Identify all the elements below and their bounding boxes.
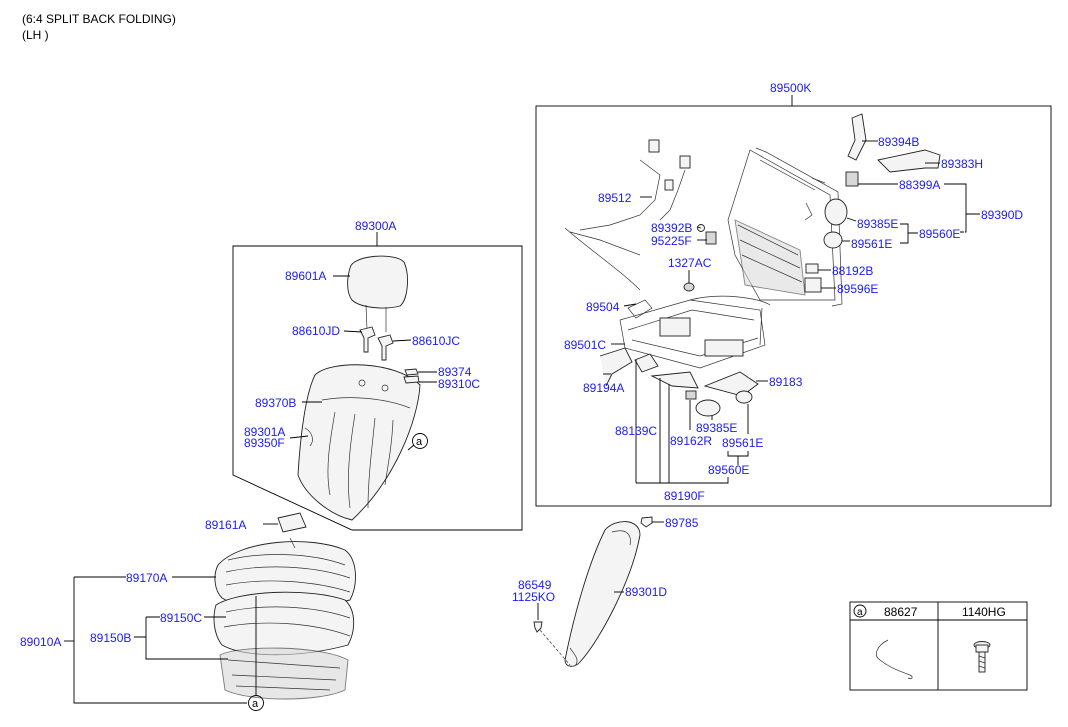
callout-a-lower[interactable]: a bbox=[248, 695, 264, 711]
label-89500K[interactable]: 89500K bbox=[770, 81, 811, 95]
legend-col-88627[interactable]: 88627 bbox=[884, 605, 918, 619]
label-88399A[interactable]: 88399A bbox=[899, 178, 940, 192]
label-89560E-upper[interactable]: 89560E bbox=[919, 227, 960, 241]
label-89150C[interactable]: 89150C bbox=[160, 611, 202, 625]
label-88610JD[interactable]: 88610JD bbox=[292, 324, 340, 338]
label-89394B[interactable]: 89394B bbox=[878, 135, 919, 149]
wire-hook-icon bbox=[876, 639, 913, 680]
label-89161A[interactable]: 89161A bbox=[205, 518, 246, 532]
svg-text:a: a bbox=[252, 698, 259, 710]
label-89504[interactable]: 89504 bbox=[586, 300, 620, 314]
svg-text:a: a bbox=[416, 436, 423, 448]
label-89596E[interactable]: 89596E bbox=[837, 282, 878, 296]
label-89310C[interactable]: 89310C bbox=[438, 377, 480, 391]
armrest bbox=[539, 521, 641, 667]
label-89561E-lower[interactable]: 89561E bbox=[722, 436, 763, 450]
label-89560E-lower[interactable]: 89560E bbox=[708, 463, 749, 477]
armrest-bolt bbox=[533, 621, 543, 633]
label-89501C[interactable]: 89501C bbox=[564, 338, 606, 352]
wiring-harness bbox=[564, 139, 691, 291]
label-89170A[interactable]: 89170A bbox=[126, 571, 167, 585]
seatback-box bbox=[232, 245, 523, 531]
diagram-title: (6:4 SPLIT BACK FOLDING) bbox=[22, 12, 176, 26]
label-89383H[interactable]: 89383H bbox=[941, 157, 983, 171]
seat-cushion-cover bbox=[214, 537, 356, 610]
label-89162R[interactable]: 89162R bbox=[670, 434, 712, 448]
seat-cushion-frame-lower bbox=[219, 647, 349, 700]
label-1327AC[interactable]: 1327AC bbox=[668, 256, 712, 270]
label-89010A[interactable]: 89010A bbox=[20, 635, 61, 649]
label-89785[interactable]: 89785 bbox=[665, 516, 699, 530]
legend-table: a 88627 1140HG bbox=[849, 601, 1028, 691]
label-86549[interactable]: 86549 bbox=[518, 578, 552, 592]
label-89601A[interactable]: 89601A bbox=[285, 269, 326, 283]
headrest bbox=[347, 255, 408, 332]
seat-cushion-frame bbox=[619, 295, 771, 369]
leader-lines-middle bbox=[263, 275, 437, 525]
label-89194A[interactable]: 89194A bbox=[583, 381, 624, 395]
label-89300A[interactable]: 89300A bbox=[355, 219, 396, 233]
label-89385E-upper[interactable]: 89385E bbox=[857, 217, 898, 231]
bolt-icon bbox=[973, 641, 991, 673]
label-89301A[interactable]: 89301A bbox=[244, 425, 285, 439]
label-89385E-lower[interactable]: 89385E bbox=[696, 421, 737, 435]
label-1125KO[interactable]: 1125KO bbox=[512, 590, 555, 604]
label-88192B[interactable]: 88192B bbox=[832, 264, 873, 278]
label-89370B[interactable]: 89370B bbox=[255, 396, 296, 410]
label-89512[interactable]: 89512 bbox=[598, 191, 632, 205]
label-88610JC[interactable]: 88610JC bbox=[412, 334, 460, 348]
diagram-subtitle: (LH ) bbox=[22, 28, 49, 42]
label-89374[interactable]: 89374 bbox=[438, 365, 472, 379]
seatback-clips bbox=[403, 368, 420, 384]
label-89190F[interactable]: 89190F bbox=[664, 489, 705, 503]
label-89150B[interactable]: 89150B bbox=[90, 631, 131, 645]
callout-a-upper[interactable]: a bbox=[412, 433, 428, 449]
seatback-cover bbox=[297, 364, 421, 521]
label-89301D[interactable]: 89301D bbox=[625, 585, 667, 599]
cushion-pad-89161A bbox=[277, 512, 307, 533]
leader-lines-right bbox=[603, 140, 980, 484]
legend-key: a bbox=[857, 607, 863, 618]
frame-small-parts bbox=[599, 113, 941, 417]
seat-back-frame bbox=[727, 147, 843, 307]
label-88139C[interactable]: 88139C bbox=[615, 424, 657, 438]
legend-col-1140HG[interactable]: 1140HG bbox=[962, 605, 1006, 619]
label-89183[interactable]: 89183 bbox=[769, 375, 803, 389]
label-95225F[interactable]: 95225F bbox=[651, 234, 692, 248]
label-89350F[interactable]: 89350F bbox=[244, 436, 285, 450]
armrest-clip bbox=[640, 516, 653, 528]
label-89390D[interactable]: 89390D bbox=[981, 208, 1023, 222]
headrest-guides bbox=[359, 326, 394, 361]
frame-assembly-box bbox=[535, 105, 1052, 507]
seat-cushion-pad bbox=[213, 591, 355, 656]
label-89561E-upper[interactable]: 89561E bbox=[851, 237, 892, 251]
leader-lines-left bbox=[64, 576, 257, 704]
label-89392B[interactable]: 89392B bbox=[651, 221, 692, 235]
